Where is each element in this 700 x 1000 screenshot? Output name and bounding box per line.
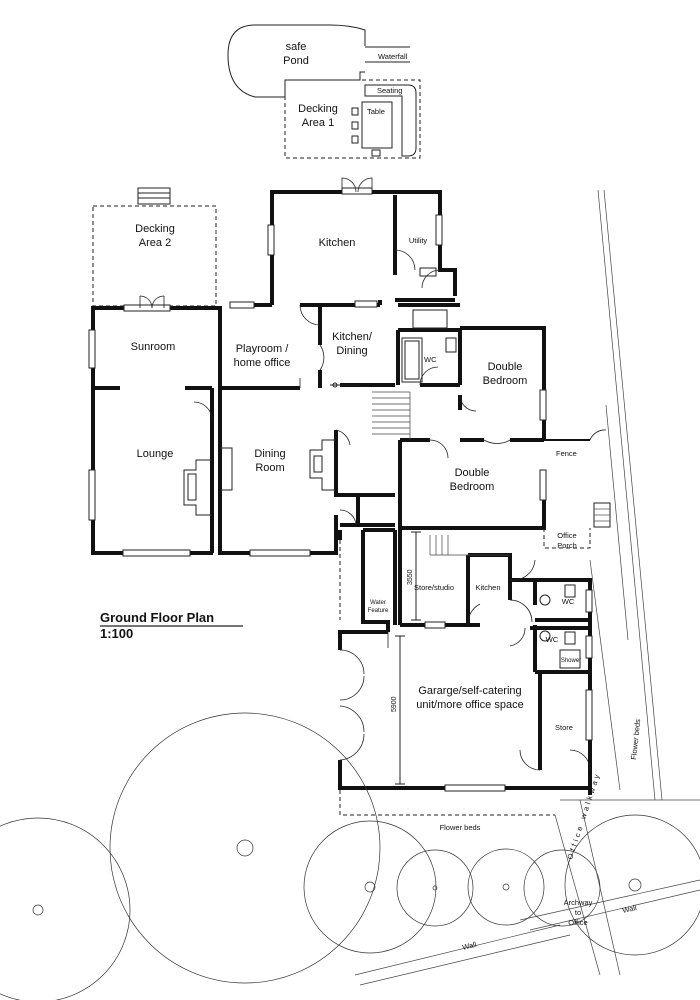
store-label: Store: [555, 723, 573, 732]
water-feature-label-2: Feature: [368, 608, 389, 614]
wc3-label: WC: [546, 635, 559, 644]
fence-label: Fence: [556, 449, 577, 458]
double-bedroom1-label-2: Bedroom: [483, 375, 528, 387]
kitchen-dining-label-2: Dining: [336, 345, 367, 357]
scale-text: 1:100: [100, 626, 133, 641]
fixtures: [183, 267, 457, 516]
utility-label: Utility: [409, 236, 428, 245]
decking2-label: Decking: [135, 223, 175, 235]
playroom-label: Playroom /: [236, 343, 290, 355]
playroom-label-2: home office: [234, 357, 291, 369]
dim-store: 3550: [407, 569, 414, 585]
dining-room-label-2: Room: [255, 462, 284, 474]
seating-label: Seating: [377, 86, 402, 95]
decking-area-2: Decking Area 2: [92, 187, 217, 307]
shower-label: Shower: [561, 658, 581, 664]
decking-area-1: Seating Table Decking Area 1: [284, 79, 421, 159]
archway-label: Archway: [564, 898, 593, 907]
windows: [88, 187, 547, 557]
flower-beds-right-label: Flower beds: [629, 718, 642, 760]
garage-label-2: unit/more office space: [416, 699, 523, 711]
office-walkway-label: Office walkway: [565, 770, 602, 860]
waterfall-label: Waterfall: [378, 52, 408, 61]
store-studio-label: Store/studio: [414, 583, 454, 592]
kitchen-label: Kitchen: [319, 237, 356, 249]
dining-room-label: Dining: [254, 448, 285, 460]
decking1-label-2: Area 1: [302, 117, 334, 129]
trees: [0, 712, 700, 1000]
double-bedroom2-label: Double: [455, 467, 490, 479]
room-labels: Kitchen Utility Sunroom Playroom / home …: [131, 236, 643, 952]
decking1-label: Decking: [298, 103, 338, 115]
water-feature-label: Water: [370, 600, 386, 606]
lounge-label: Lounge: [137, 448, 174, 460]
fence-area: [543, 429, 611, 549]
archway-label-2: to: [575, 908, 581, 917]
double-bedroom1-label: Double: [488, 361, 523, 373]
pond-label-2: Pond: [283, 55, 309, 67]
office-porch-label-2: Porch: [557, 541, 577, 550]
garage-label: Gararge/self-catering: [418, 685, 521, 697]
kitchen2-label: Kitchen: [475, 583, 500, 592]
double-bedroom2-label-2: Bedroom: [450, 481, 495, 493]
table-label: Table: [367, 107, 385, 116]
flower-beds-bottom-label: Flower beds: [440, 823, 481, 832]
archway-label-3: Office: [568, 918, 587, 927]
wall-right-label: Wall: [621, 903, 637, 915]
dimensions: 3550 5900: [391, 531, 421, 785]
title-text: Ground Floor Plan: [100, 610, 214, 625]
wc1-label: WC: [424, 355, 437, 364]
decking2-label-2: Area 2: [139, 237, 171, 249]
dim-garage: 5900: [391, 696, 398, 712]
kitchen-dining-label: Kitchen/: [332, 331, 373, 343]
pond-area: safe Pond Waterfall: [227, 24, 410, 98]
annex-openings: [339, 535, 593, 792]
site-lines: [339, 189, 700, 986]
wc2-label: WC: [562, 597, 575, 606]
office-porch-label: Office: [557, 531, 576, 540]
sunroom-label: Sunroom: [131, 341, 176, 353]
plan-title: Ground Floor Plan 1:100: [100, 610, 243, 641]
pond-label: safe: [286, 41, 307, 53]
doors: [139, 177, 511, 526]
annex-walls: [338, 528, 592, 795]
wall-bottom-label: Wall: [461, 940, 477, 952]
